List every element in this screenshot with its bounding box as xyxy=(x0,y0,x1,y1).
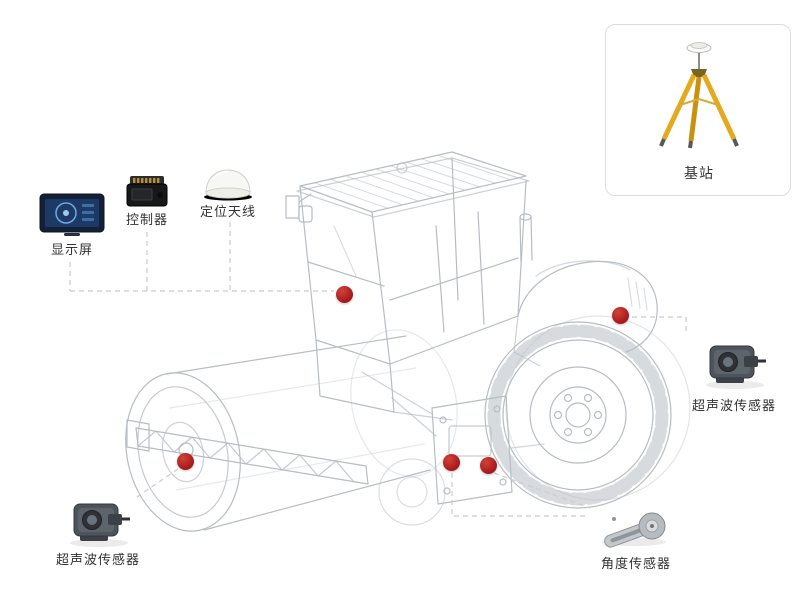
ultrasonic-sensor-left-label: 超声波传感器 xyxy=(55,552,140,567)
ultrasonic-sensor-left-image xyxy=(68,502,132,548)
marker-drum-ultrasonic xyxy=(177,453,194,470)
marker-cab-sensor xyxy=(336,286,353,303)
controller-image xyxy=(126,176,168,207)
marker-frame-angle-2 xyxy=(480,457,497,474)
display-screen-image xyxy=(39,193,105,236)
base-station-label: 基站 xyxy=(684,165,714,181)
positioning-antenna-image xyxy=(204,169,252,201)
controller-label: 控制器 xyxy=(125,212,168,227)
angle-sensor-image xyxy=(602,512,666,548)
angle-sensor-label: 角度传感器 xyxy=(600,556,671,571)
display-screen-label: 显示屏 xyxy=(50,242,93,257)
base-station-tripod-image xyxy=(659,42,739,149)
base-station-card: 基站 xyxy=(605,24,791,196)
marker-frame-angle-1 xyxy=(443,454,460,471)
positioning-antenna-label: 定位天线 xyxy=(199,204,256,219)
ultrasonic-sensor-right-label: 超声波传感器 xyxy=(691,398,776,413)
marker-rear-ultrasonic xyxy=(612,307,629,324)
ultrasonic-sensor-right-image xyxy=(704,344,768,390)
